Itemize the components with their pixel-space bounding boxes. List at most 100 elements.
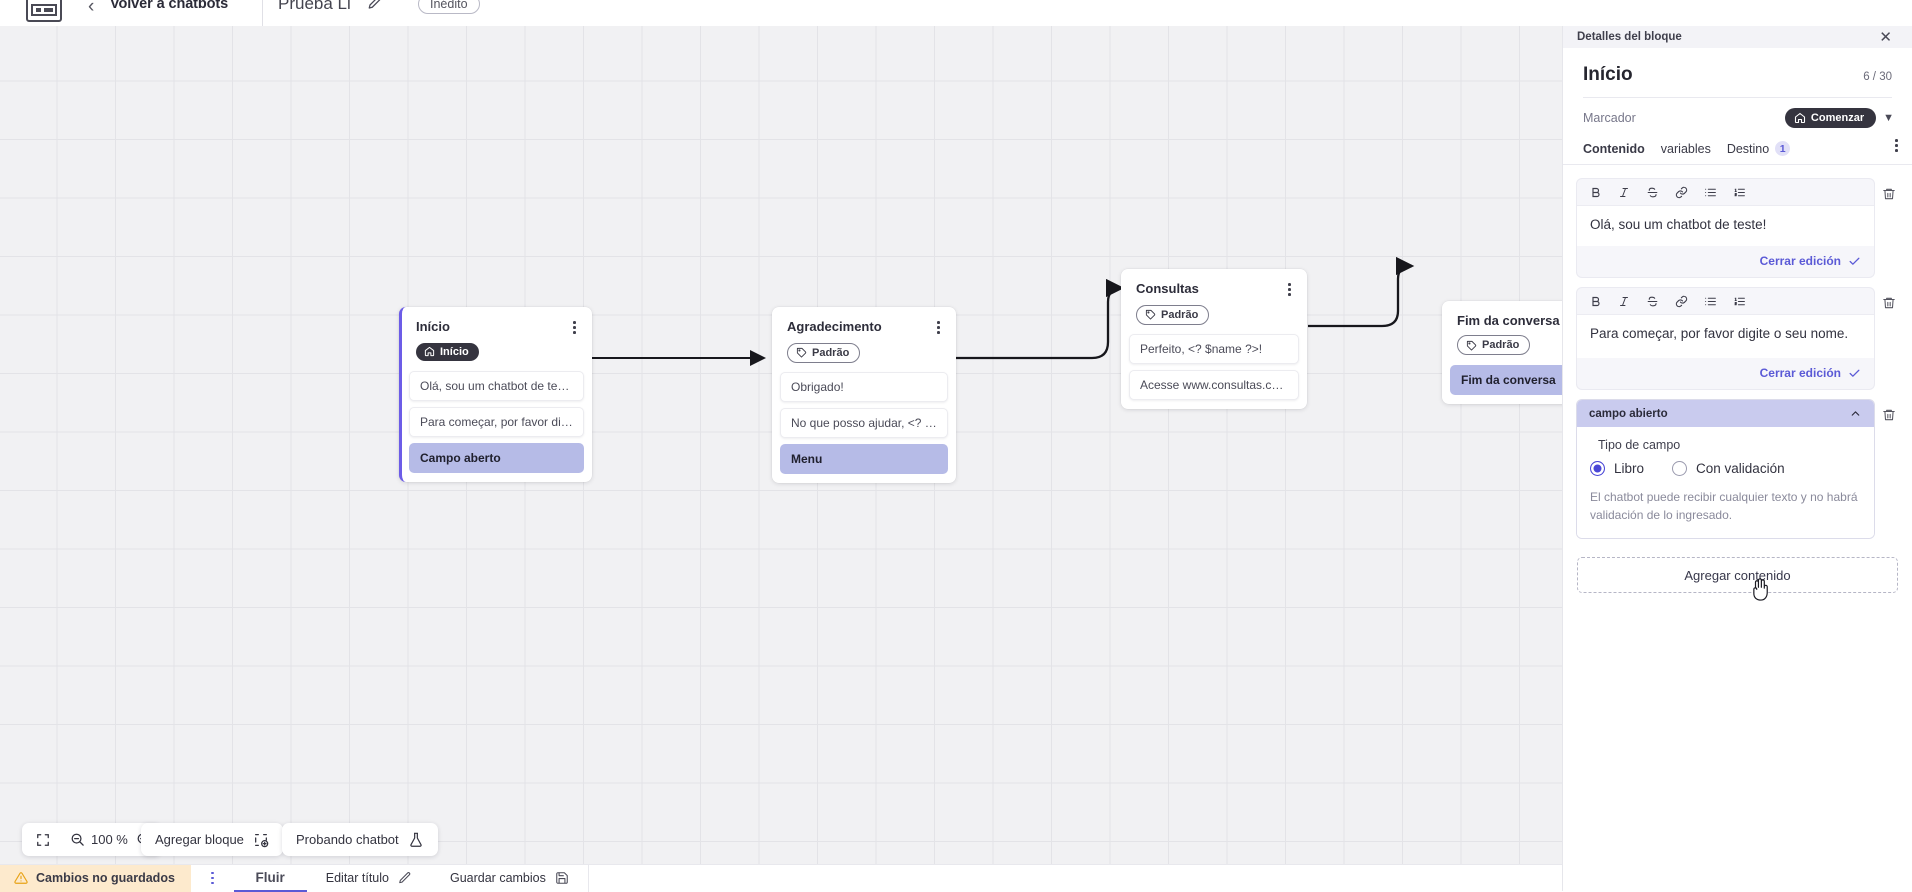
flow-canvas[interactable]: Início Início Olá, sou um chatbot de tes… bbox=[0, 26, 1562, 864]
page-title: Prueba Li bbox=[278, 0, 351, 13]
tag-icon bbox=[796, 348, 807, 358]
node-header: Início bbox=[409, 317, 584, 336]
flow-node-consultas[interactable]: Consultas Padrão Perfeito, <? $name ?>! … bbox=[1121, 269, 1307, 410]
node-tag-padrao: Padrão bbox=[787, 342, 861, 363]
add-content-button[interactable]: Agregar contenido bbox=[1577, 557, 1898, 601]
message-text-2[interactable]: Para começar, por favor digite o seu nom… bbox=[1577, 314, 1874, 359]
message-text-1[interactable]: Olá, sou um chatbot de teste! bbox=[1577, 205, 1874, 247]
strikethrough-icon[interactable] bbox=[1646, 295, 1659, 308]
statusbar-menu-kebab-icon[interactable] bbox=[191, 871, 234, 885]
node-menu-kebab-icon[interactable] bbox=[933, 319, 944, 336]
numbered-list-icon[interactable] bbox=[1733, 186, 1746, 199]
node-title: Agradecimento bbox=[787, 319, 882, 334]
field-type-label: Tipo de campo bbox=[1598, 438, 1681, 453]
numbered-list-icon[interactable] bbox=[1733, 295, 1746, 308]
node-item[interactable]: Acesse www.consultas.com par... bbox=[1129, 370, 1299, 401]
add-block-button[interactable]: Agregar bloque bbox=[141, 823, 283, 856]
italic-icon[interactable] bbox=[1618, 295, 1630, 308]
node-menu-kebab-icon[interactable] bbox=[1284, 281, 1295, 298]
delete-message-1-icon[interactable] bbox=[1880, 183, 1898, 210]
content-tabs: Contenido variables Destino 1 bbox=[1563, 128, 1912, 164]
top-bar: ‹ Volver a chatbots Prueba Li Inédito bbox=[0, 0, 1912, 26]
flow-node-inicio[interactable]: Início Início Olá, sou um chatbot de tes… bbox=[399, 307, 592, 483]
add-block-control[interactable]: Agregar bloque bbox=[141, 823, 283, 856]
back-to-chatbots-link[interactable]: Volver a chatbots bbox=[110, 0, 229, 12]
message-editor-2: Para começar, por favor digite o seu nom… bbox=[1577, 288, 1898, 390]
delete-message-2-icon[interactable] bbox=[1880, 292, 1898, 319]
zoom-controls: 100 % bbox=[22, 823, 161, 856]
node-item[interactable]: Fim da conversa bbox=[1450, 364, 1562, 395]
destino-count-badge: 1 bbox=[1775, 141, 1791, 156]
marker-row: Marcador Comenzar ▼ bbox=[1563, 98, 1912, 128]
node-item[interactable]: Olá, sou um chatbot de teste! bbox=[409, 371, 584, 402]
field-help-text: El chatbot puede recibir cualquier texto… bbox=[1590, 490, 1858, 523]
radio-option-libro[interactable]: Libro bbox=[1590, 461, 1644, 477]
close-edit-button-2[interactable]: Cerrar edición bbox=[1577, 358, 1874, 389]
panel-subheader: Detalles del bloque ✕ bbox=[1563, 26, 1912, 48]
node-item[interactable]: Menu bbox=[780, 444, 948, 475]
block-details-panel: información general Constructor Canales … bbox=[1562, 0, 1912, 891]
chevron-down-icon[interactable]: ▼ bbox=[1883, 112, 1894, 124]
unsaved-changes-badge: Cambios no guardados bbox=[0, 864, 191, 892]
back-chevron-icon[interactable]: ‹ bbox=[88, 0, 95, 17]
save-changes-button[interactable]: Guardar cambios bbox=[431, 865, 588, 892]
node-item[interactable]: Para começar, por favor digite o ... bbox=[409, 407, 584, 438]
field-header-label: campo abierto bbox=[1589, 407, 1668, 420]
field-block: campo abierto Tipo de campo Libro Con va… bbox=[1577, 400, 1898, 539]
marker-value-pill[interactable]: Comenzar bbox=[1784, 108, 1877, 128]
tab-contenido[interactable]: Contenido bbox=[1583, 142, 1661, 164]
bold-icon[interactable] bbox=[1590, 186, 1602, 199]
divider bbox=[1563, 164, 1912, 165]
node-item[interactable]: No que posso ajudar, <? $name ... bbox=[780, 408, 948, 439]
close-icon[interactable]: ✕ bbox=[1879, 28, 1892, 46]
link-icon[interactable] bbox=[1675, 186, 1688, 199]
radio-option-con-validacion[interactable]: Con validación bbox=[1672, 461, 1785, 477]
node-title: Fim da conversa bbox=[1457, 313, 1560, 328]
node-tag-label: Padrão bbox=[1482, 339, 1520, 351]
bottom-status-bar: Cambios no guardados Fluir Editar título… bbox=[0, 864, 1562, 892]
flow-node-agradecimento[interactable]: Agradecimento Padrão Obrigado! No que po… bbox=[772, 307, 956, 484]
edit-title-button[interactable]: Editar título bbox=[307, 865, 431, 892]
node-tag-padrao: Padrão bbox=[1136, 304, 1210, 325]
radio-icon-selected bbox=[1590, 461, 1605, 477]
flow-node-fim-da-conversa[interactable]: Fim da conversa Padrão Fim da conversa bbox=[1442, 301, 1562, 404]
tag-icon bbox=[1466, 340, 1477, 351]
italic-icon[interactable] bbox=[1618, 186, 1630, 199]
test-bot-button[interactable]: Probando chatbot bbox=[282, 823, 438, 856]
node-tag-label: Padrão bbox=[812, 346, 850, 359]
fit-screen-icon bbox=[36, 833, 50, 847]
zoom-out-icon bbox=[70, 832, 85, 847]
delete-field-icon[interactable] bbox=[1880, 404, 1898, 431]
link-icon[interactable] bbox=[1675, 295, 1688, 308]
save-icon bbox=[556, 872, 568, 884]
strikethrough-icon[interactable] bbox=[1646, 186, 1659, 199]
node-item[interactable]: Campo aberto bbox=[409, 443, 584, 474]
field-body: Tipo de campo Libro Con validación El ch… bbox=[1577, 427, 1874, 539]
edit-pencil-icon[interactable] bbox=[367, 0, 385, 11]
block-title-row: Início 6 / 30 bbox=[1563, 48, 1912, 86]
node-menu-kebab-icon[interactable] bbox=[569, 319, 580, 336]
node-item[interactable]: Perfeito, <? $name ?>! bbox=[1129, 334, 1299, 365]
save-changes-label: Guardar cambios bbox=[449, 871, 546, 885]
tab-destino[interactable]: Destino 1 bbox=[1727, 141, 1806, 164]
tab-destino-label: Destino bbox=[1726, 141, 1770, 156]
tab-variables[interactable]: variables bbox=[1661, 142, 1727, 164]
bold-icon[interactable] bbox=[1590, 295, 1602, 308]
zoom-out-button[interactable] bbox=[64, 823, 91, 856]
bullet-list-icon[interactable] bbox=[1704, 295, 1717, 308]
close-edit-button-1[interactable]: Cerrar edición bbox=[1577, 246, 1874, 277]
bullet-list-icon[interactable] bbox=[1704, 186, 1717, 199]
field-type-options: Libro Con validación bbox=[1590, 461, 1861, 477]
node-tag-padrao: Padrão bbox=[1457, 335, 1531, 355]
field-header[interactable]: campo abierto bbox=[1577, 400, 1874, 428]
status-badge: Inédito bbox=[418, 0, 480, 14]
warning-icon bbox=[14, 872, 28, 884]
test-bot-control[interactable]: Probando chatbot bbox=[282, 823, 438, 856]
node-tag-inicio: Início bbox=[416, 342, 479, 361]
fit-screen-button[interactable] bbox=[22, 823, 64, 856]
node-item[interactable]: Obrigado! bbox=[780, 372, 948, 403]
content-tabs-menu-kebab-icon[interactable] bbox=[1895, 139, 1898, 152]
tab-fluir[interactable]: Fluir bbox=[233, 865, 307, 892]
editor-toolbar bbox=[1577, 288, 1874, 314]
home-icon bbox=[424, 347, 435, 357]
